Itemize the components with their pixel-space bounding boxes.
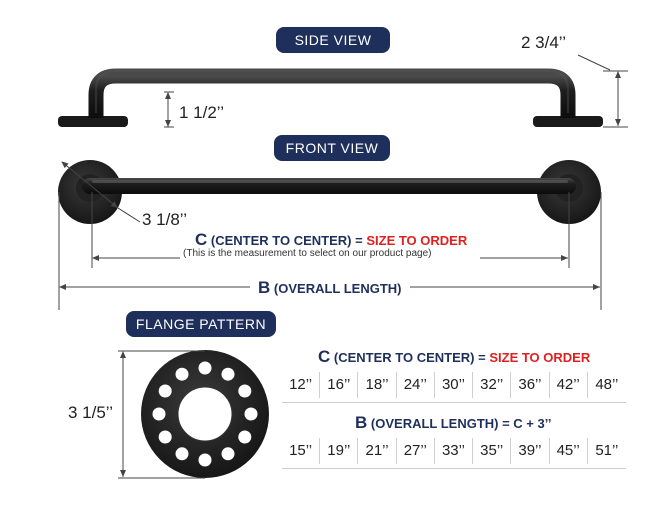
center-note: (This is the measurement to select on ou… bbox=[183, 248, 432, 259]
side-view-label: SIDE VIEW bbox=[276, 27, 390, 53]
b-size-cell: 35’’ bbox=[473, 438, 512, 464]
center-to-center-label: C (CENTER TO CENTER) = SIZE TO ORDER bbox=[195, 230, 467, 250]
c-table-header: C (CENTER TO CENTER) = SIZE TO ORDER bbox=[318, 347, 590, 367]
c-size-cell: 36’’ bbox=[511, 372, 550, 398]
center-letter: C bbox=[195, 230, 208, 249]
c-size-cell: 30’’ bbox=[435, 372, 474, 398]
c-table-highlight: SIZE TO ORDER bbox=[489, 350, 591, 365]
flange-hole bbox=[238, 430, 252, 444]
projection-dimension: 2 3/4’’ bbox=[521, 33, 567, 52]
front-view-label: FRONT VIEW bbox=[274, 135, 390, 161]
diameter-dimension: 3 1/8’’ bbox=[142, 210, 188, 229]
side-view-bar bbox=[58, 68, 603, 127]
c-size-cell: 18’’ bbox=[358, 372, 397, 398]
flange-hole bbox=[244, 407, 258, 421]
c-table-letter: C bbox=[318, 347, 331, 366]
c-size-cell: 48’’ bbox=[595, 376, 619, 393]
center-text: (CENTER TO CENTER) = bbox=[210, 233, 363, 248]
b-size-cell: 19’’ bbox=[320, 438, 359, 464]
b-size-cell: 45’’ bbox=[550, 438, 588, 464]
c-table-text: (CENTER TO CENTER) = bbox=[333, 350, 486, 365]
front-view-bar bbox=[58, 160, 601, 224]
c-sizes-row: 12’’16’’18’’24’’30’’32’’36’’42’’ 48’’ bbox=[282, 372, 626, 398]
flange-hole bbox=[198, 361, 212, 375]
b-size-cell: 21’’ bbox=[358, 438, 397, 464]
height-dimension: 1 1/2’’ bbox=[179, 103, 225, 122]
b-table-text: (OVERALL LENGTH) = C + 3’’ bbox=[370, 416, 552, 431]
center-highlight: SIZE TO ORDER bbox=[366, 233, 468, 248]
c-size-cell: 42’’ bbox=[550, 372, 588, 398]
flange-hole bbox=[238, 384, 252, 398]
b-size-cell: 39’’ bbox=[511, 438, 550, 464]
flange-hole bbox=[221, 447, 235, 461]
b-table-header: B (OVERALL LENGTH) = C + 3’’ bbox=[355, 413, 551, 433]
flange-hole bbox=[198, 453, 212, 467]
flange-hole bbox=[175, 367, 189, 381]
c-row-divider bbox=[282, 402, 626, 403]
c-size-cell: 24’’ bbox=[397, 372, 435, 398]
c-size-cell: 32’’ bbox=[473, 372, 512, 398]
flange-hole bbox=[221, 367, 235, 381]
overall-text: (OVERALL LENGTH) bbox=[273, 281, 402, 296]
flange-holes bbox=[152, 361, 258, 467]
diameter-dimension-line bbox=[61, 161, 119, 209]
c-size-cell: 12’’ bbox=[282, 372, 321, 398]
flange-hole bbox=[158, 430, 172, 444]
overall-letter: B bbox=[258, 278, 271, 297]
flange-hole bbox=[158, 384, 172, 398]
b-size-cell: 15’’ bbox=[282, 438, 321, 464]
flange-dimension: 3 1/5’’ bbox=[68, 403, 114, 422]
b-size-cell: 33’’ bbox=[435, 438, 474, 464]
flange-hole bbox=[152, 407, 166, 421]
b-table-letter: B bbox=[355, 413, 368, 432]
b-size-cell: 27’’ bbox=[397, 438, 435, 464]
b-row-divider bbox=[282, 468, 626, 469]
flange-pattern-label: FLANGE PATTERN bbox=[126, 311, 276, 337]
b-sizes-row: 15’’19’’21’’27’’33’’35’’39’’45’’ 51’’ bbox=[282, 438, 626, 464]
flange-pattern-drawing bbox=[141, 350, 269, 478]
flange-hole bbox=[175, 447, 189, 461]
b-size-cell: 51’’ bbox=[595, 442, 619, 459]
c-size-cell: 16’’ bbox=[320, 372, 359, 398]
overall-length-label: B (OVERALL LENGTH) bbox=[258, 278, 402, 298]
